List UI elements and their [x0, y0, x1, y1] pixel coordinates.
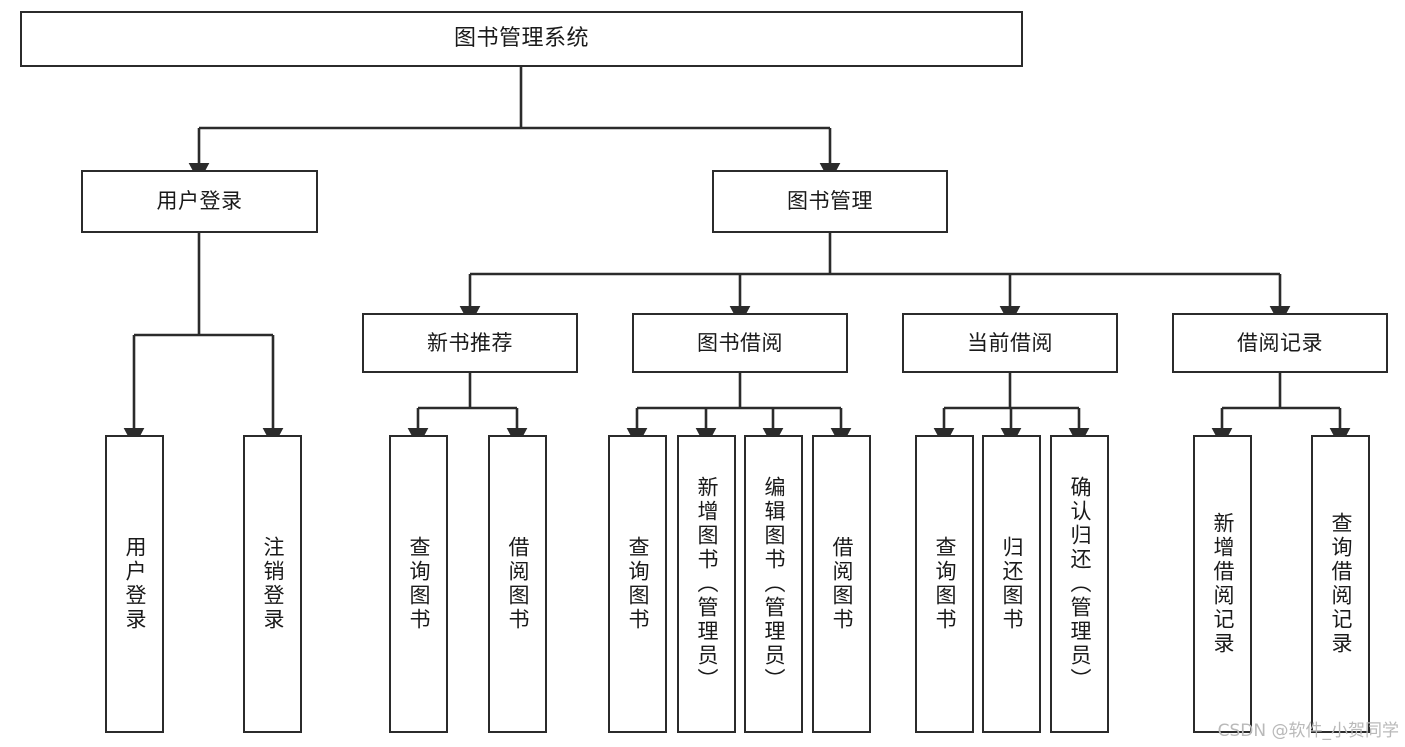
node-book-manage[interactable]: 图书管理: [712, 170, 948, 233]
leaf-add-book-label: 新增图书（管理员）: [695, 476, 719, 692]
leaf-edit-book-label: 编辑图书（管理员）: [762, 476, 786, 692]
leaf-query-book-2-label: 查询图书: [626, 536, 650, 632]
leaf-borrow-book-2-label: 借阅图书: [830, 536, 854, 632]
leaf-query-record[interactable]: 查询借阅记录: [1311, 435, 1370, 733]
node-book-borrow-label: 图书借阅: [697, 330, 783, 355]
leaf-borrow-book-2[interactable]: 借阅图书: [812, 435, 871, 733]
node-book-manage-label: 图书管理: [787, 189, 873, 214]
leaf-user-logout-label: 注销登录: [261, 536, 285, 632]
leaf-user-logout[interactable]: 注销登录: [243, 435, 302, 733]
node-root-label: 图书管理系统: [453, 26, 589, 52]
leaf-add-record-label: 新增借阅记录: [1211, 512, 1235, 656]
node-current-borrow[interactable]: 当前借阅: [902, 313, 1118, 373]
leaf-user-login-label: 用户登录: [123, 536, 147, 632]
leaf-borrow-book-1-label: 借阅图书: [506, 536, 530, 632]
leaf-borrow-book-1[interactable]: 借阅图书: [488, 435, 547, 733]
leaf-return-book[interactable]: 归还图书: [982, 435, 1041, 733]
leaf-confirm-return-label: 确认归还（管理员）: [1068, 476, 1092, 692]
node-borrow-record[interactable]: 借阅记录: [1172, 313, 1388, 373]
leaf-confirm-return[interactable]: 确认归还（管理员）: [1050, 435, 1109, 733]
leaf-return-book-label: 归还图书: [1000, 536, 1024, 632]
leaf-query-book-2[interactable]: 查询图书: [608, 435, 667, 733]
node-root[interactable]: 图书管理系统: [20, 11, 1023, 67]
leaf-query-book-3[interactable]: 查询图书: [915, 435, 974, 733]
node-book-borrow[interactable]: 图书借阅: [632, 313, 848, 373]
node-current-borrow-label: 当前借阅: [967, 330, 1053, 355]
node-user-login[interactable]: 用户登录: [81, 170, 318, 233]
leaf-query-book-3-label: 查询图书: [933, 536, 957, 632]
node-user-login-label: 用户登录: [156, 189, 243, 214]
node-new-book-rec-label: 新书推荐: [427, 330, 513, 355]
leaf-add-book[interactable]: 新增图书（管理员）: [677, 435, 736, 733]
node-new-book-rec[interactable]: 新书推荐: [362, 313, 578, 373]
node-borrow-record-label: 借阅记录: [1237, 330, 1323, 355]
leaf-edit-book[interactable]: 编辑图书（管理员）: [744, 435, 803, 733]
leaf-add-record[interactable]: 新增借阅记录: [1193, 435, 1252, 733]
leaf-user-login[interactable]: 用户登录: [105, 435, 164, 733]
leaf-query-record-label: 查询借阅记录: [1329, 512, 1353, 656]
csdn-watermark: CSDN @软件_小贺同学: [1217, 721, 1399, 741]
leaf-query-book-1-label: 查询图书: [407, 536, 431, 632]
leaf-query-book-1[interactable]: 查询图书: [389, 435, 448, 733]
